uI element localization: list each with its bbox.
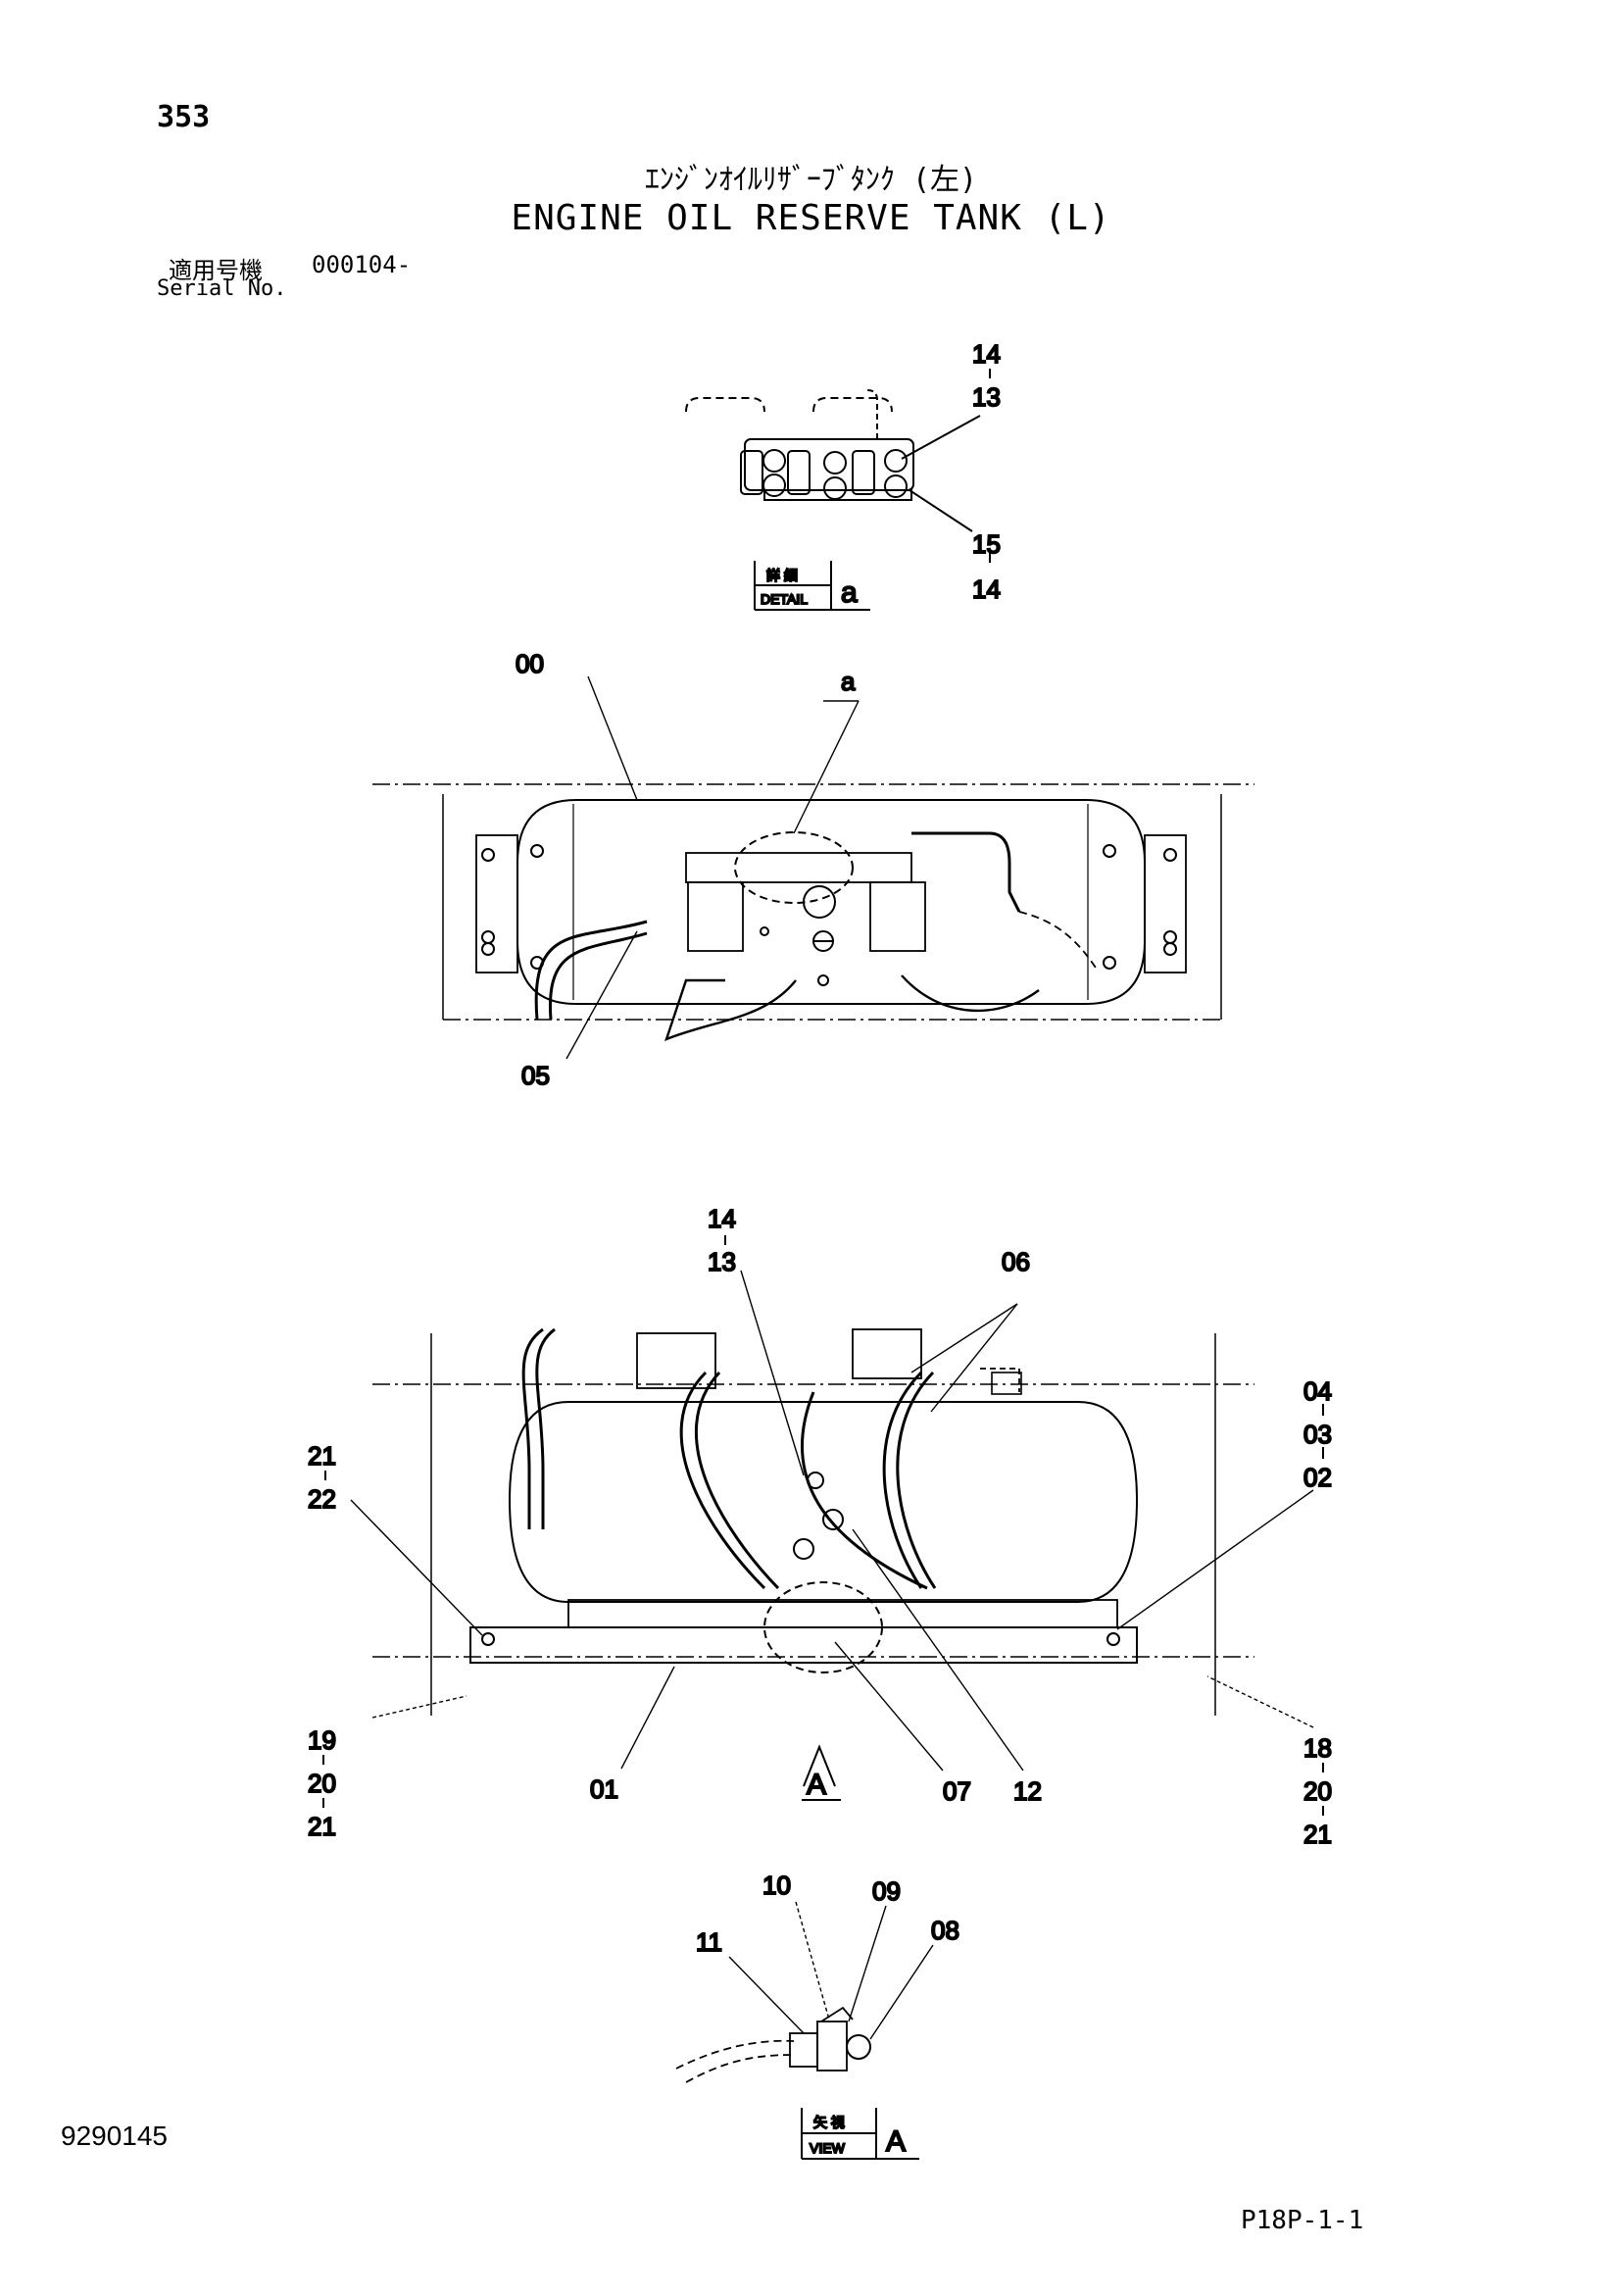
callout-21: 21: [1303, 1820, 1332, 1849]
callout-21: 21: [308, 1441, 336, 1471]
callout-00: 00: [516, 649, 544, 678]
callout-05: 05: [521, 1061, 550, 1090]
callout-20: 20: [1303, 1776, 1332, 1806]
callout-07: 07: [943, 1776, 971, 1806]
view-label-japanese: 矢 視: [813, 2115, 845, 2130]
callout-10: 10: [762, 1871, 791, 1900]
title-english: ENGINE OIL RESERVE TANK (L): [511, 198, 1111, 238]
detail-letter: a: [841, 576, 858, 609]
callout-18: 18: [1303, 1733, 1332, 1763]
detail-label-japanese: 詳 細: [766, 568, 798, 583]
view-letter: A: [886, 2125, 906, 2158]
callout-13: 13: [972, 382, 1001, 412]
callout-04: 04: [1303, 1376, 1332, 1406]
detail-label-english: DETAIL: [761, 591, 808, 607]
view-arrow-letter: A: [807, 1769, 826, 1801]
view-box: 矢 視 VIEW A: [801, 2108, 919, 2160]
detail-a-view: 14 13 15 14: [685, 338, 1002, 605]
callout-06: 06: [1002, 1247, 1030, 1276]
detail-valve-group: [740, 449, 908, 500]
sheet-code: P18P-1-1: [1241, 2206, 1364, 2235]
serial-label-japanese: 適用号機: [169, 257, 263, 284]
serial-value: 000104-: [312, 251, 412, 278]
callout-14: 14: [708, 1204, 736, 1233]
callout-12: 12: [1013, 1776, 1042, 1806]
view-a: 10 09 11 08: [675, 1870, 960, 2083]
callout-13: 13: [708, 1247, 736, 1276]
callout-20: 20: [308, 1769, 336, 1798]
callout-02: 02: [1303, 1463, 1332, 1492]
callout-11: 11: [696, 1927, 722, 1957]
callout-22: 22: [308, 1484, 336, 1514]
detail-box: 詳 細 DETAIL a: [754, 561, 870, 611]
callout-03: 03: [1303, 1420, 1332, 1449]
top-view: 00 a 05: [372, 648, 1254, 1091]
callout-14: 14: [972, 339, 1001, 369]
title-japanese: ｴﾝｼﾞﾝｵｲﾙﾘｻﾞｰﾌﾞﾀﾝｸ (左): [644, 163, 978, 197]
document-id: 9290145: [61, 2121, 169, 2151]
serial-label-english: Serial No.: [157, 276, 287, 301]
callout-a: a: [841, 667, 856, 696]
callout-15: 15: [972, 529, 1001, 559]
callout-21: 21: [308, 1812, 336, 1841]
callout-14: 14: [972, 574, 1001, 604]
view-label-english: VIEW: [810, 2140, 846, 2156]
callout-08: 08: [931, 1916, 959, 1945]
callout-09: 09: [872, 1876, 901, 1906]
front-view: 14 13 06 04 03 02 21 22 19 20 21 18 20 2…: [307, 1203, 1333, 1850]
callout-01: 01: [590, 1774, 618, 1804]
callout-19: 19: [308, 1725, 336, 1755]
page-number: 353: [157, 100, 211, 134]
